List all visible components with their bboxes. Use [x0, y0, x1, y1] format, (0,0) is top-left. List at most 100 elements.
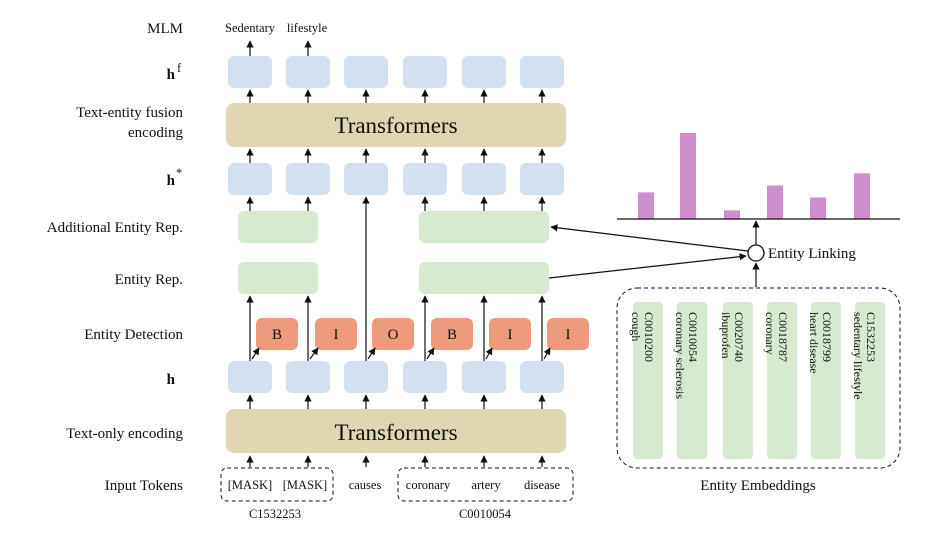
entity-embedding-name-3: ibuprofen [719, 312, 733, 359]
hstar-box-1 [228, 163, 272, 195]
entity-rep-2 [419, 262, 549, 294]
tag-label-5: I [508, 327, 513, 343]
transformers-bottom-label: Transformers [334, 420, 457, 445]
hf-box-6 [520, 56, 564, 88]
entity-embedding-2 [677, 302, 707, 459]
hf-box-2 [286, 56, 330, 88]
label-fusion-1: Text-entity fusion [76, 105, 183, 121]
entity-embedding-name-4: coronary [763, 312, 777, 355]
hstar-box-6 [520, 163, 564, 195]
label-hstar-sup: * [176, 166, 182, 180]
entity-embedding-id-6: C1532253 [864, 312, 878, 362]
tag-label-6: I [566, 327, 571, 343]
tag-box-6 [547, 318, 589, 350]
label-mlm: MLM [147, 21, 183, 37]
input-token-2: [MASK] [283, 478, 327, 492]
arrow-h-to-tag-1 [251, 347, 260, 360]
entity-embeddings-panel [616, 287, 901, 469]
entity-embedding-name-1: cough [629, 312, 643, 341]
label-additional-entity-rep: Additional Entity Rep. [47, 220, 183, 236]
h-box-3 [344, 361, 388, 393]
arrow-h-to-tag-2 [309, 347, 319, 360]
tag-box-3 [372, 318, 414, 350]
transformers-bottom-block [226, 409, 566, 453]
arrow-h-to-tag-5 [485, 347, 493, 360]
tag-box-5 [489, 318, 531, 350]
entity-embedding-name-5: heart disease [807, 312, 821, 374]
tag-box-1 [256, 318, 298, 350]
tag-box-4 [431, 318, 473, 350]
entity-embedding-id-5: C0018799 [820, 312, 834, 362]
label-text-only-encoding: Text-only encoding [66, 426, 183, 442]
score-bar-1 [638, 192, 654, 219]
label-entity-detection: Entity Detection [84, 327, 183, 343]
tag-label-1: B [272, 327, 282, 343]
token-columns: B I O B I I [MASK] [MASK] causes coronary artery di… [228, 40, 589, 492]
h-box-4 [403, 361, 447, 393]
score-bar-5 [810, 197, 826, 219]
entity-embedding-5 [811, 302, 841, 459]
score-bar-4 [767, 185, 783, 219]
label-h: h [167, 372, 176, 388]
mlm-output-1: Sedentary [225, 21, 276, 35]
entity-embedding-id-2: C0010054 [686, 312, 700, 362]
hstar-box-2 [286, 163, 330, 195]
tag-label-4: B [447, 327, 457, 343]
arrow-h-to-tag-3 [367, 347, 376, 360]
token-group-1 [220, 467, 334, 502]
label-input-tokens: Input Tokens [105, 478, 183, 494]
entity-embedding-id-4: C0018787 [776, 312, 790, 362]
entity-embedding-6 [855, 302, 885, 459]
tag-label-3: O [388, 327, 399, 343]
link-from-entity-rep [548, 253, 747, 279]
score-bar-2 [680, 133, 696, 219]
h-box-5 [462, 361, 506, 393]
label-fusion-2: encoding [128, 125, 183, 141]
hf-box-3 [344, 56, 388, 88]
link-to-additional-rep [550, 224, 749, 252]
label-hf-sup: f [177, 61, 182, 75]
tag-box-2 [315, 318, 357, 350]
entity-linking-label: Entity Linking [768, 246, 856, 262]
score-bar-3 [724, 210, 740, 219]
entity-embedding-3 [723, 302, 753, 459]
score-bar-6 [854, 173, 870, 219]
tag-label-2: I [334, 327, 339, 343]
input-token-4: coronary [406, 478, 451, 492]
label-hf: h [167, 67, 176, 83]
entity-id-1: C1532253 [249, 507, 301, 521]
arrow-h-to-tag-4 [426, 347, 435, 360]
input-token-3: causes [349, 478, 382, 492]
hstar-box-4 [403, 163, 447, 195]
h-box-6 [520, 361, 564, 393]
h-box-1 [228, 361, 272, 393]
hf-box-1 [228, 56, 272, 88]
transformers-top-label: Transformers [334, 113, 457, 138]
mlm-output-2: lifestyle [287, 21, 328, 35]
entity-embeddings-label: Entity Embeddings [700, 478, 816, 494]
hstar-box-5 [462, 163, 506, 195]
input-token-6: disease [524, 478, 561, 492]
additional-entity-rep-1 [238, 211, 318, 243]
label-hstar: h [167, 173, 176, 189]
linking-score-bars [638, 133, 870, 219]
input-token-1: [MASK] [228, 478, 272, 492]
additional-entity-rep-2 [419, 211, 549, 243]
entity-embedding-4 [767, 302, 797, 459]
entity-embedding-id-3: C0020740 [732, 312, 746, 362]
hstar-box-3 [344, 163, 388, 195]
hf-box-4 [403, 56, 447, 88]
h-box-2 [286, 361, 330, 393]
entity-id-2: C0010054 [459, 507, 512, 521]
entity-embedding-id-1: C0010200 [642, 312, 656, 362]
arrow-h-to-tag-6 [543, 347, 551, 360]
entity-embedding-name-6: sedentary lifestyle [851, 312, 865, 400]
entity-rep-1 [238, 262, 318, 294]
entity-linking-node [747, 244, 765, 262]
entity-embedding-name-2: coronary sclerosis [673, 312, 687, 399]
label-entity-rep: Entity Rep. [115, 272, 183, 288]
input-token-5: artery [471, 478, 501, 492]
hf-box-5 [462, 56, 506, 88]
